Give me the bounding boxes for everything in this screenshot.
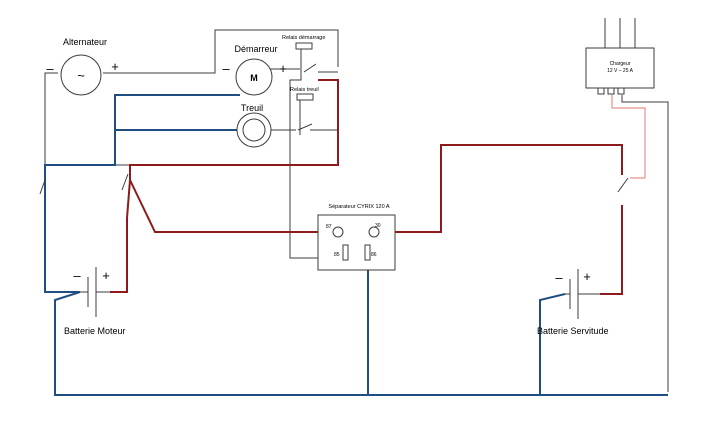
alternator-minus: – [46,61,54,76]
relay-start-contact [303,63,317,73]
charger-box [585,47,655,89]
relay-start-label: Relais démarrage [282,35,325,41]
alternator-label: Alternateur [63,37,107,47]
switch-engine-right [121,173,129,191]
charger-name: Chargeur [610,61,631,67]
wire-red-service-battery [600,205,623,295]
winch-label: Treuil [241,103,263,113]
charger-terminal-3 [617,87,625,95]
relay-winch-contact [297,123,313,131]
battery-engine: – + Batterie Moteur [64,267,126,336]
alternator-symbol-circle [60,54,102,96]
separator-label-87: 87 [326,224,332,230]
wire-relay-start-ctrl [289,48,318,259]
separator-terminal-86 [364,244,371,261]
switches [39,173,629,195]
blue-wires [44,94,668,396]
battery-engine-label: Batterie Moteur [64,326,126,336]
wire-blue-engine-neg [44,205,80,293]
starter-plus: + [279,61,287,76]
separator-label-85: 85 [334,252,340,258]
switch-service [617,177,629,193]
relay-start: Relais démarrage [282,35,325,73]
separator-terminal-30 [368,226,380,238]
alternator-plus: + [111,59,119,74]
separator: Séparateur CYRIX 120 A 87 30 85 86 [317,204,396,271]
battery-service-minus: – [555,270,563,285]
starter-label: Démarreur [234,44,277,54]
wire-blue-starter-ground [44,94,240,205]
separator-label: Séparateur CYRIX 120 A [328,204,389,210]
charger-terminal-1 [597,87,605,95]
wire-red-separator-30 [395,144,623,233]
relay-winch-coil [296,93,314,101]
battery-service-label: Batterie Servitude [537,326,609,336]
winch-inner [242,118,266,142]
relay-winch-label: Relais treuil [290,87,319,93]
separator-label-86: 86 [371,252,377,258]
charger: Chargeur 12 V – 25 A [585,47,655,95]
separator-box [317,214,396,271]
wire-red-engine-battery [110,179,131,293]
starter-minus: – [222,61,230,76]
switch-engine-left [39,179,46,195]
charger-rating: 12 V – 25 A [607,68,634,74]
wire-red-to-separator-87 [129,179,318,233]
battery-service-plus: + [583,269,591,284]
alternator: ~ Alternateur – + [46,37,119,96]
winch-outer [236,112,272,148]
battery-service: – + Batterie Servitude [537,269,609,336]
red-wires [110,79,623,295]
wire-blue-service-neg [539,293,566,395]
starter-symbol: M [250,73,258,83]
battery-engine-minus: – [73,268,81,283]
battery-engine-plus: + [102,268,110,283]
separator-terminal-85 [342,244,349,261]
winch: Treuil [236,103,272,148]
wire-alt-minus [44,72,58,165]
starter-motor-circle [235,58,273,96]
separator-label-30: 30 [375,223,381,229]
separator-terminal-87 [332,226,344,238]
wire-charger-neg [621,95,669,392]
starter: M Démarreur – + [222,44,287,96]
wire-alternator-plus [103,29,339,74]
alternator-symbol: ~ [77,68,85,83]
relay-start-coil [295,42,313,50]
wire-red-main [129,79,339,180]
light-red-wires [611,95,646,179]
charger-terminal-2 [607,87,615,95]
wire-blue-engine-bottom [54,291,668,396]
relay-winch: Relais treuil [290,87,319,131]
wire-charger-plus [611,95,646,179]
